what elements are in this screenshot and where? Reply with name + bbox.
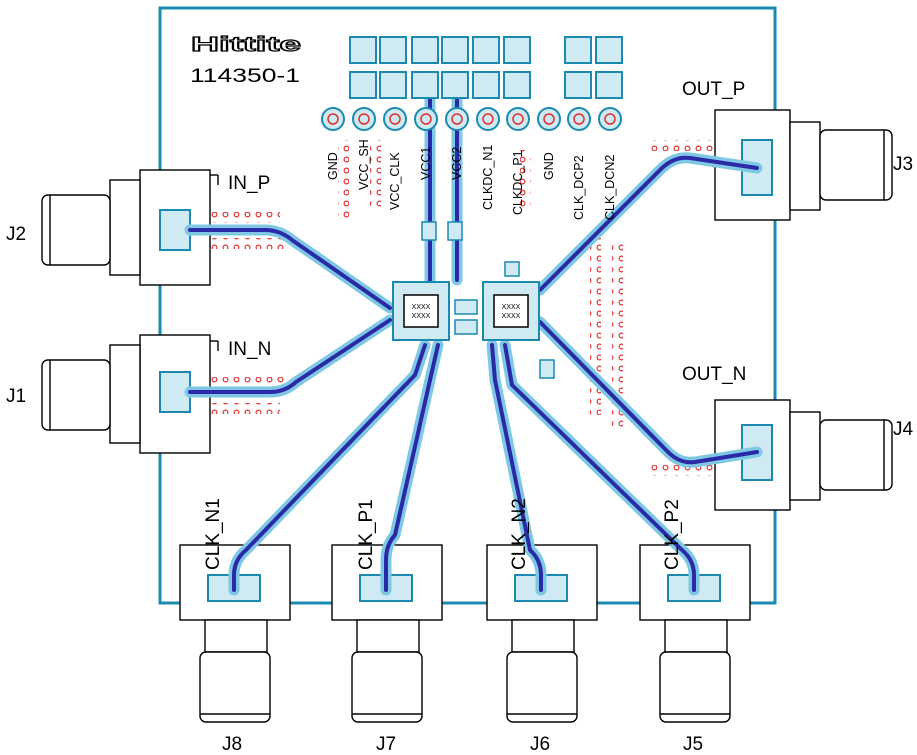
connector-label-j6: J6 (530, 734, 550, 755)
rf-traces (184, 84, 763, 596)
chip-u1-marking-1: XXXX (412, 304, 431, 311)
connector-label-j3: J3 (893, 154, 913, 175)
label-clk-p2: CLK_P2 (662, 499, 683, 570)
chip-u1 (392, 281, 450, 341)
label-in-p: IN_P (228, 173, 270, 194)
header-label-clk-dcn2: CLK_DCN2 (603, 155, 617, 220)
connector-label-j1: J1 (6, 386, 26, 407)
chip-decoupling-pads (421, 221, 555, 379)
header-pads (349, 36, 623, 99)
header-label-gnd-1: GND (326, 152, 340, 180)
chip-u2-marking-1: XXXX (502, 304, 521, 311)
chip-u1-marking-2: XXXX (412, 313, 431, 320)
part-number: 114350-1 (190, 66, 300, 87)
header-label-clkdc-p1: CLKDC_P1 (511, 150, 525, 215)
header-label-vcc1: VCC1 (419, 147, 433, 180)
header-drill-holes (327, 113, 616, 125)
header-label-vcc-sh: VCC_SH (357, 139, 371, 190)
connector-label-j2: J2 (6, 224, 26, 245)
label-out-n: OUT_N (682, 364, 746, 385)
connector-label-j8: J8 (222, 734, 242, 755)
header-label-clkdc-n1: CLKDC_N1 (481, 145, 495, 210)
header-through-holes (321, 107, 622, 131)
connector-label-j7: J7 (376, 734, 396, 755)
chip-u2 (482, 281, 540, 341)
header-label-vcc-clk: VCC_CLK (388, 152, 402, 210)
header-label-vcc2: VCC2 (450, 147, 464, 180)
connector-label-j4: J4 (893, 419, 914, 440)
connector-label-j5: J5 (683, 734, 703, 755)
board-logo: Hittite (191, 34, 301, 56)
header-label-clk-dcp2: CLK_DCP2 (572, 155, 586, 220)
chip-u2-marking-2: XXXX (502, 313, 521, 320)
label-in-n: IN_N (228, 339, 271, 360)
label-out-p: OUT_P (682, 79, 745, 100)
label-clk-n1: CLK_N1 (203, 498, 224, 570)
label-clk-n2: CLK_N2 (509, 498, 530, 570)
label-clk-p1: CLK_P1 (356, 499, 377, 570)
header-label-gnd-2: GND (542, 152, 556, 180)
sma-connector-j5-body (639, 544, 751, 723)
